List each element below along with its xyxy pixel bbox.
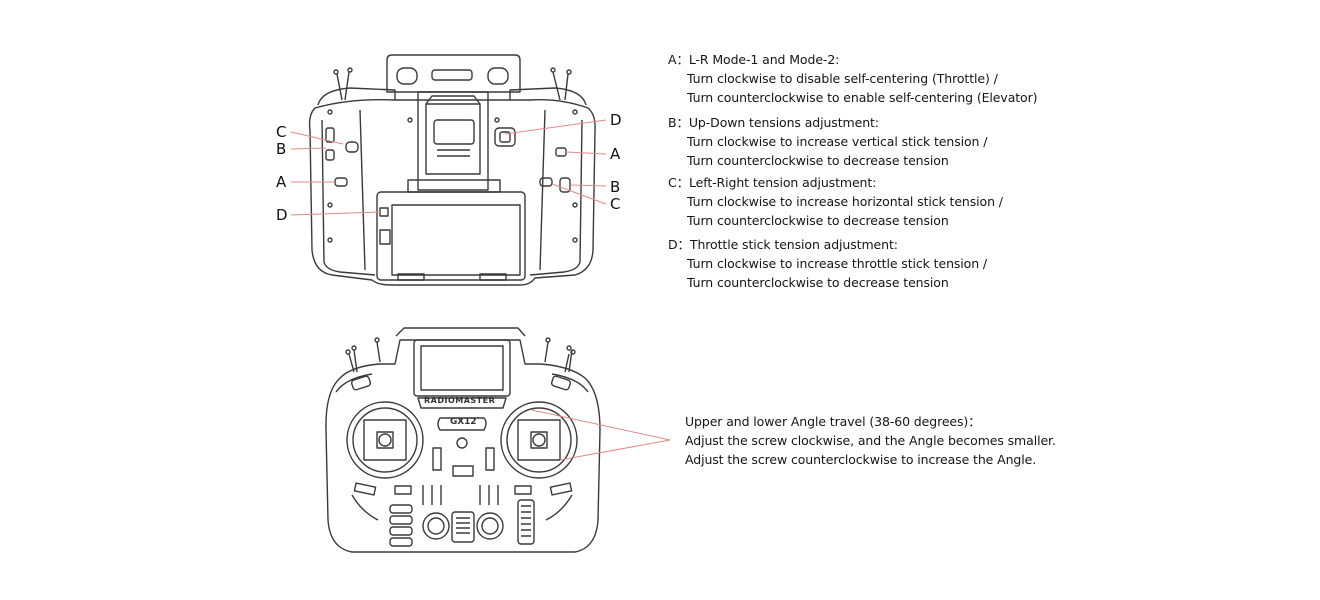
callout-left-b: B (276, 140, 287, 158)
front-note-line-3: Adjust the screw counterclockwise to inc… (685, 452, 1037, 467)
legend-c-line-1: Turn clockwise to increase horizontal st… (687, 194, 1003, 209)
model-label: GX12 (450, 417, 477, 427)
callout-right-d: D (610, 111, 622, 129)
callout-right-a: A (610, 145, 621, 163)
callout-right-b: B (610, 178, 621, 196)
callout-left-d: D (276, 206, 288, 224)
legend-b-heading: B：Up-Down tensions adjustment: (668, 115, 879, 130)
legend-b-line-2: Turn counterclockwise to decrease tensio… (687, 153, 949, 168)
legend-d-heading: D：Throttle stick tension adjustment: (668, 237, 898, 252)
legend-a-line-1: Turn clockwise to disable self-centering… (687, 71, 998, 86)
legend-c-line-2: Turn counterclockwise to decrease tensio… (687, 213, 949, 228)
front-view-illustration (325, 327, 601, 553)
legend-a-heading: A：L-R Mode-1 and Mode-2: (668, 52, 840, 67)
legend-a: A：L-R Mode-1 and Mode-2: Turn clockwise … (668, 50, 1038, 107)
callout-left-a: A (276, 173, 287, 191)
front-view-leaders (531, 409, 671, 461)
callout-right-c: C (610, 195, 621, 213)
legend-c-heading: C：Left-Right tension adjustment: (668, 175, 877, 190)
legend-d-line-2: Turn counterclockwise to decrease tensio… (687, 275, 949, 290)
legend-d-line-1: Turn clockwise to increase throttle stic… (687, 256, 988, 271)
legend-b: B：Up-Down tensions adjustment: Turn cloc… (668, 113, 987, 170)
front-note: Upper and lower Angle travel (38-60 degr… (685, 412, 1056, 469)
brand-label: RADIOMASTER (424, 396, 496, 405)
legend-b-line-1: Turn clockwise to increase vertical stic… (687, 134, 988, 149)
front-note-line-1: Upper and lower Angle travel (38-60 degr… (685, 414, 981, 429)
callout-left-c: C (276, 123, 287, 141)
legend-a-line-2: Turn counterclockwise to enable self-cen… (687, 90, 1038, 105)
legend-d: D：Throttle stick tension adjustment: Tur… (668, 235, 987, 292)
front-note-line-2: Adjust the screw clockwise, and the Angl… (685, 433, 1056, 448)
back-view-leaders (290, 119, 607, 216)
back-view-illustration (308, 54, 596, 286)
legend-c: C：Left-Right tension adjustment: Turn cl… (668, 173, 1003, 230)
